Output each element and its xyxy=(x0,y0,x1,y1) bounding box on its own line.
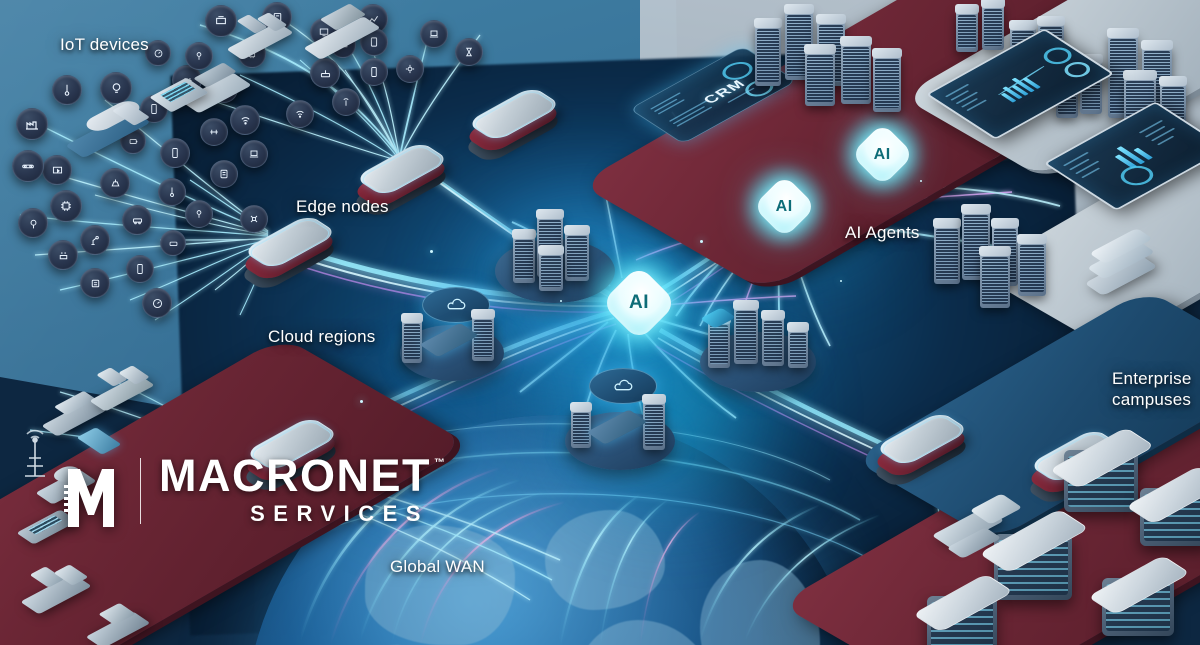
ai-node-mid[interactable]: AI xyxy=(738,160,830,252)
spark xyxy=(560,300,562,302)
sensor-icon xyxy=(185,42,213,70)
cpu-chip-icon xyxy=(50,190,82,222)
edge-node-router-top[interactable] xyxy=(461,85,565,164)
laptop-icon xyxy=(240,140,268,168)
gateway-icon xyxy=(160,230,186,256)
router-icon xyxy=(310,58,340,88)
datacenter-rack-group-red xyxy=(745,2,945,132)
logo-divider xyxy=(140,458,141,524)
valve-icon xyxy=(200,118,228,146)
holo-cube-1 xyxy=(699,300,740,340)
wifi-icon xyxy=(230,105,260,135)
settings-icon xyxy=(396,55,424,83)
enterprise-building-4 xyxy=(1087,550,1200,645)
ai-node-label: AI xyxy=(776,197,793,215)
industrial-robot-top xyxy=(225,8,305,66)
enterprise-server-stack xyxy=(1080,227,1190,310)
industrial-cabinet xyxy=(149,62,212,118)
edge-node-router-lower[interactable] xyxy=(237,213,341,292)
enterprise-building-5 xyxy=(912,570,1025,645)
spark xyxy=(360,400,363,403)
boiler-icon xyxy=(48,240,78,270)
industrial-cnc-top xyxy=(300,2,390,62)
scanner-icon xyxy=(205,5,237,37)
enterprise-equipment-group xyxy=(930,480,1050,570)
analytics-dashboard-monitor-2[interactable] xyxy=(1043,101,1200,211)
trademark-symbol: ™ xyxy=(433,457,445,470)
pump-icon xyxy=(100,168,130,198)
vehicle-icon xyxy=(122,205,152,235)
industrial-asset-2 xyxy=(88,362,168,420)
macronet-m-logomark xyxy=(60,455,122,527)
antenna-icon xyxy=(332,88,360,116)
scanner-icon xyxy=(80,268,110,298)
ai-node-label: AI xyxy=(629,292,649,313)
robot-arm-icon xyxy=(80,225,110,255)
spark xyxy=(840,280,842,282)
ai-node-label: AI xyxy=(874,145,891,163)
label-cloud-regions: Cloud regions xyxy=(268,327,376,346)
cell-tower-icon xyxy=(5,418,65,488)
laptop-icon xyxy=(420,20,448,48)
spark xyxy=(700,240,703,243)
ai-node-upper[interactable]: AI xyxy=(836,108,928,200)
location-icon xyxy=(18,208,48,238)
spark xyxy=(430,250,433,253)
industrial-asset-6 xyxy=(85,600,165,645)
label-enterprise-campuses: Enterprise campuses xyxy=(1112,369,1192,410)
gauge-icon xyxy=(142,288,172,318)
macronet-logo[interactable]: MACRONET SERVICES ™ xyxy=(60,450,445,527)
sensor-icon xyxy=(185,200,213,228)
label-edge-nodes: Edge nodes xyxy=(296,197,389,216)
wifi-icon xyxy=(286,100,314,128)
thermometer-icon xyxy=(158,178,186,206)
enterprise-building-3 xyxy=(978,500,1100,620)
label-iot-devices: IoT devices xyxy=(60,35,149,54)
factory-icon xyxy=(16,108,48,140)
analytics-dashboard-monitor-1[interactable] xyxy=(925,28,1115,140)
ai-node-center[interactable]: AI xyxy=(582,246,696,360)
conveyor-icon xyxy=(12,150,44,182)
smartphone-icon xyxy=(126,255,154,283)
thermometer-icon xyxy=(52,75,82,105)
label-ai-agents: AI Agents xyxy=(845,223,920,242)
brand-name: MACRONET xyxy=(159,450,431,502)
meter-icon xyxy=(210,160,238,188)
label-global-wan: Global WAN xyxy=(390,557,485,576)
hourglass-icon xyxy=(455,38,483,66)
brand-subtitle: SERVICES xyxy=(250,500,429,526)
enterprise-building-2 xyxy=(1125,460,1200,570)
smartphone-icon xyxy=(160,138,190,168)
spark xyxy=(920,180,922,182)
edge-node-router-enterprise[interactable] xyxy=(869,410,973,489)
enterprise-building-1 xyxy=(1048,420,1170,530)
monitor-icon xyxy=(42,155,72,185)
smartphone-icon xyxy=(360,58,388,86)
gauge-icon xyxy=(145,40,171,66)
enterprise-rack-cluster xyxy=(930,190,1090,320)
drone-icon xyxy=(240,205,268,233)
